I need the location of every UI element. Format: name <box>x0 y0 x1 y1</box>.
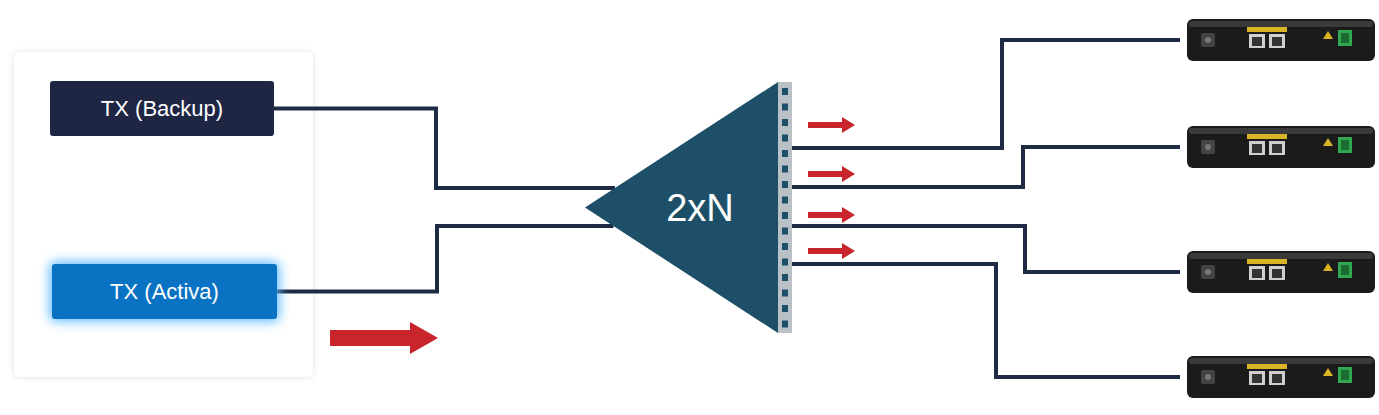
node-label: 2xN <box>666 186 734 229</box>
ont-devices <box>1187 19 1375 398</box>
transmitter-box: TX (Activa) <box>52 264 277 319</box>
transmitter-box: TX (Backup) <box>50 81 274 136</box>
transmitter-panel <box>14 52 313 377</box>
fiber-connector <box>277 226 613 292</box>
fiber-connector <box>274 109 615 189</box>
splitter-triangle: 2xN <box>585 82 792 333</box>
output-fibers <box>792 40 1180 377</box>
node-label: TX (Activa) <box>110 279 219 305</box>
signal-arrows <box>330 117 855 354</box>
node-label: TX (Backup) <box>101 96 223 122</box>
splitter-outline <box>585 82 792 333</box>
